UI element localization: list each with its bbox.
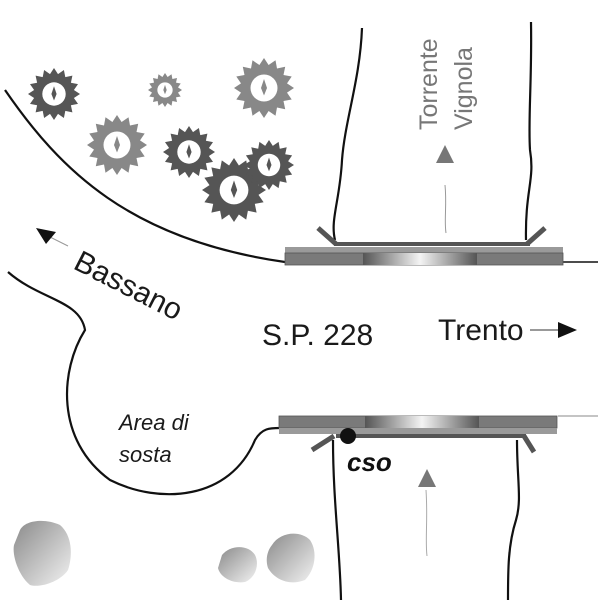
arrow-to-trento: [530, 322, 577, 338]
trees: [28, 58, 294, 222]
river-bank-south-right: [506, 439, 521, 600]
bassano-label: Bassano: [69, 245, 188, 327]
river-label-line1: Torrente: [415, 38, 443, 130]
cso-outfall-marker[interactable]: [340, 428, 356, 444]
flow-arrow-north: [436, 145, 454, 234]
parking-label-line1: Area di: [117, 410, 190, 435]
river-label-line2: Vignola: [450, 47, 478, 130]
rock: [266, 533, 315, 583]
river-bank-north-left: [332, 27, 364, 241]
tree-canopy: [87, 115, 147, 175]
trento-label: Trento: [438, 314, 524, 347]
tree-canopy: [234, 58, 294, 118]
bridge-south: [278, 415, 558, 454]
cso-label: cso: [347, 447, 392, 477]
parking-label-line2: sosta: [119, 442, 172, 467]
river-bank-south-left: [331, 439, 343, 600]
parking-area-edge: [7, 271, 281, 496]
tree-canopy: [148, 73, 182, 107]
road-name-label: S.P. 228: [262, 319, 373, 352]
flow-arrow-south: [418, 469, 436, 557]
rock: [13, 520, 71, 586]
bridge-north: [284, 226, 564, 266]
tree-canopy: [28, 68, 80, 120]
road-edge-north: [4, 89, 286, 264]
tree-canopy: [244, 140, 294, 190]
rock: [218, 547, 257, 583]
river-bank-north-right: [524, 21, 533, 241]
arrow-to-bassano: [36, 228, 69, 247]
tree-canopy: [163, 126, 215, 178]
